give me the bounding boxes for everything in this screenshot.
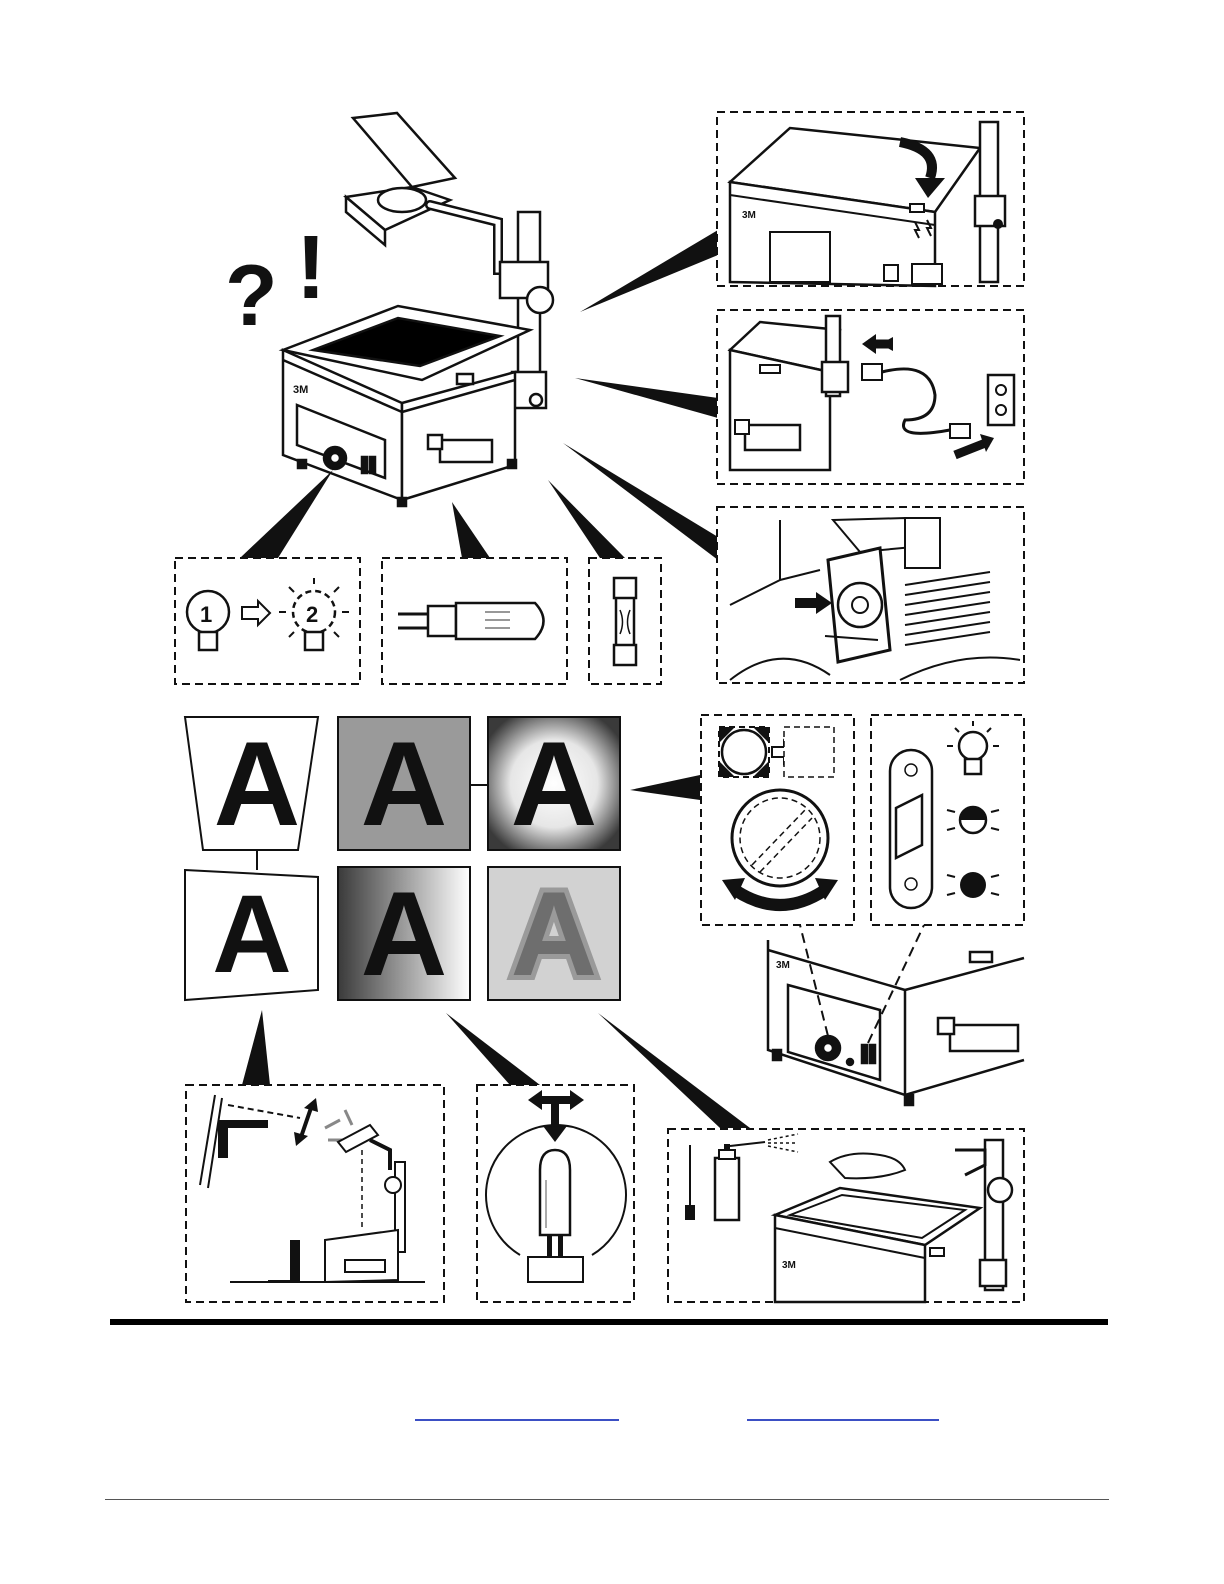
svg-text:3M: 3M	[742, 210, 756, 221]
footer-rule	[105, 1499, 1109, 1500]
svg-text:A: A	[511, 717, 598, 851]
panel-fan	[717, 507, 1024, 683]
lamp-number-1: 1	[200, 602, 212, 627]
exclamation-mark: !	[296, 218, 326, 318]
image-quality-grid: A A A A A A A	[185, 717, 620, 1001]
footer-link-underline-2[interactable]	[747, 1419, 939, 1421]
question-mark: ?	[225, 248, 278, 344]
vignette-sample: A	[488, 717, 620, 851]
panel-lens-rotate	[701, 715, 854, 925]
projector-controls-closeup	[768, 925, 1024, 1105]
panel-halogen-lamp	[382, 558, 567, 684]
svg-text:A: A	[511, 867, 598, 1001]
panel-cleaning: 3M	[668, 1129, 1024, 1302]
keystone-top-sample: A	[185, 717, 318, 851]
dim-gray-sample: A	[338, 717, 470, 851]
panel-mirror-angle	[186, 1085, 444, 1302]
svg-text:A: A	[361, 717, 448, 851]
lamp-number-2: 2	[306, 602, 318, 627]
panel-power-cord	[717, 310, 1024, 484]
section-divider	[110, 1319, 1108, 1325]
panel-spare-lamp: 1 2	[175, 558, 360, 684]
svg-text:A: A	[214, 717, 301, 851]
keystone-side-sample: A	[185, 870, 318, 1000]
panel-lid-close: 3M	[717, 112, 1024, 286]
uneven-light-sample: A	[338, 867, 470, 1001]
footer-link-underline-1[interactable]	[415, 1419, 619, 1421]
panel-lamp-position	[477, 1085, 634, 1302]
svg-text:3M: 3M	[782, 1260, 796, 1271]
blurred-sample: A A	[488, 867, 620, 1001]
svg-text:A: A	[212, 873, 291, 996]
panel-fuse	[589, 558, 661, 684]
svg-text:A: A	[361, 867, 448, 1001]
panel-lamp-switch	[871, 715, 1024, 925]
brand-logo: 3M	[293, 384, 308, 396]
closeup-brand-logo: 3M	[776, 960, 790, 971]
